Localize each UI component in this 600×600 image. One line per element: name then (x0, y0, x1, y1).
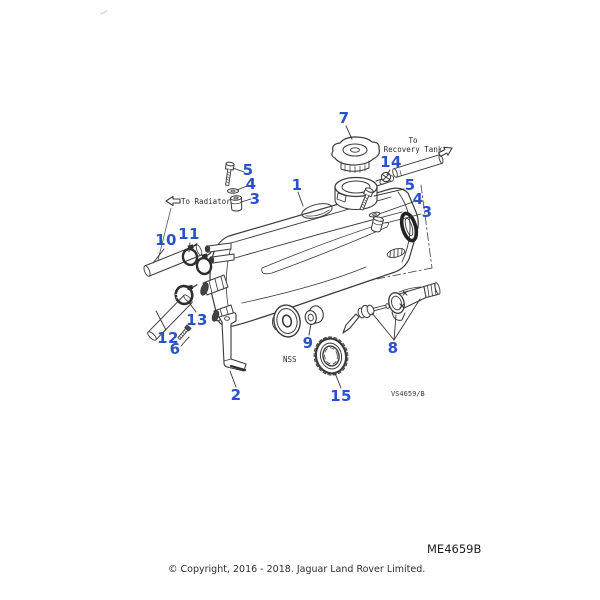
callout-13: 13 (186, 311, 208, 329)
nss-label: NSS (283, 355, 297, 364)
callout-12: 12 (157, 329, 179, 347)
to-recovery-tank-label-line1: To (408, 136, 418, 145)
part-sensor-boss (386, 211, 419, 259)
part-tank-pipes (200, 242, 235, 322)
callout-15: 15 (330, 387, 352, 405)
part-screw (177, 324, 192, 340)
callout-1: 1 (291, 176, 303, 194)
part-plug (304, 305, 324, 325)
part-float-switch (342, 303, 390, 334)
to-recovery-tank-arrow-icon (438, 146, 453, 157)
part-clamp-upper-b (195, 252, 213, 276)
to-radiator-arrow-icon (165, 195, 181, 207)
callout-9: 9 (302, 334, 314, 352)
part-washer-left (227, 188, 239, 194)
callout-14: 14 (380, 153, 402, 171)
part-bush-left (230, 195, 243, 212)
to-recovery-tank-label: To Recovery Tank (384, 136, 443, 155)
callout-4: 4 (412, 190, 424, 208)
part-recovery-hose (392, 154, 444, 178)
drawing-reference: VS4659/B (391, 390, 425, 398)
part-hose-upper (143, 244, 203, 277)
part-grommet-nss (271, 304, 301, 338)
part-pressure-cap (331, 136, 380, 174)
leader-lines (152, 125, 422, 389)
callout-5: 5 (404, 176, 416, 194)
part-clamp-lower (174, 284, 198, 306)
callout-3: 3 (421, 203, 433, 221)
callout-3: 3 (249, 190, 261, 208)
to-recovery-tank-label-line2: Recovery Tank (383, 145, 443, 155)
copyright-notice: © Copyright, 2016 - 2018. Jaguar Land Ro… (168, 564, 426, 575)
callout-8: 8 (387, 339, 399, 357)
callout-4: 4 (245, 175, 257, 193)
callout-6: 6 (169, 340, 181, 358)
part-bush-right (370, 216, 384, 233)
callout-10: 10 (155, 231, 177, 249)
part-valve (379, 171, 392, 185)
part-hose-lower (147, 294, 193, 341)
part-level-sensor (388, 282, 441, 321)
part-washer-right (368, 211, 381, 218)
part-ring-nut (313, 336, 349, 376)
part-bolt-left (224, 161, 235, 186)
part-bracket (218, 312, 247, 372)
part-clamp-upper-a (181, 243, 199, 267)
callout-11: 11 (178, 225, 200, 243)
page-reference: ME4659B (427, 542, 482, 556)
callout-5: 5 (242, 161, 254, 179)
part-bolt-right (359, 187, 374, 211)
callout-2: 2 (230, 386, 242, 404)
scan-artifact (100, 10, 108, 15)
callout-7: 7 (338, 109, 350, 127)
to-radiator-label: To Radiator (181, 197, 231, 206)
radiator-arrow-line (157, 207, 172, 261)
